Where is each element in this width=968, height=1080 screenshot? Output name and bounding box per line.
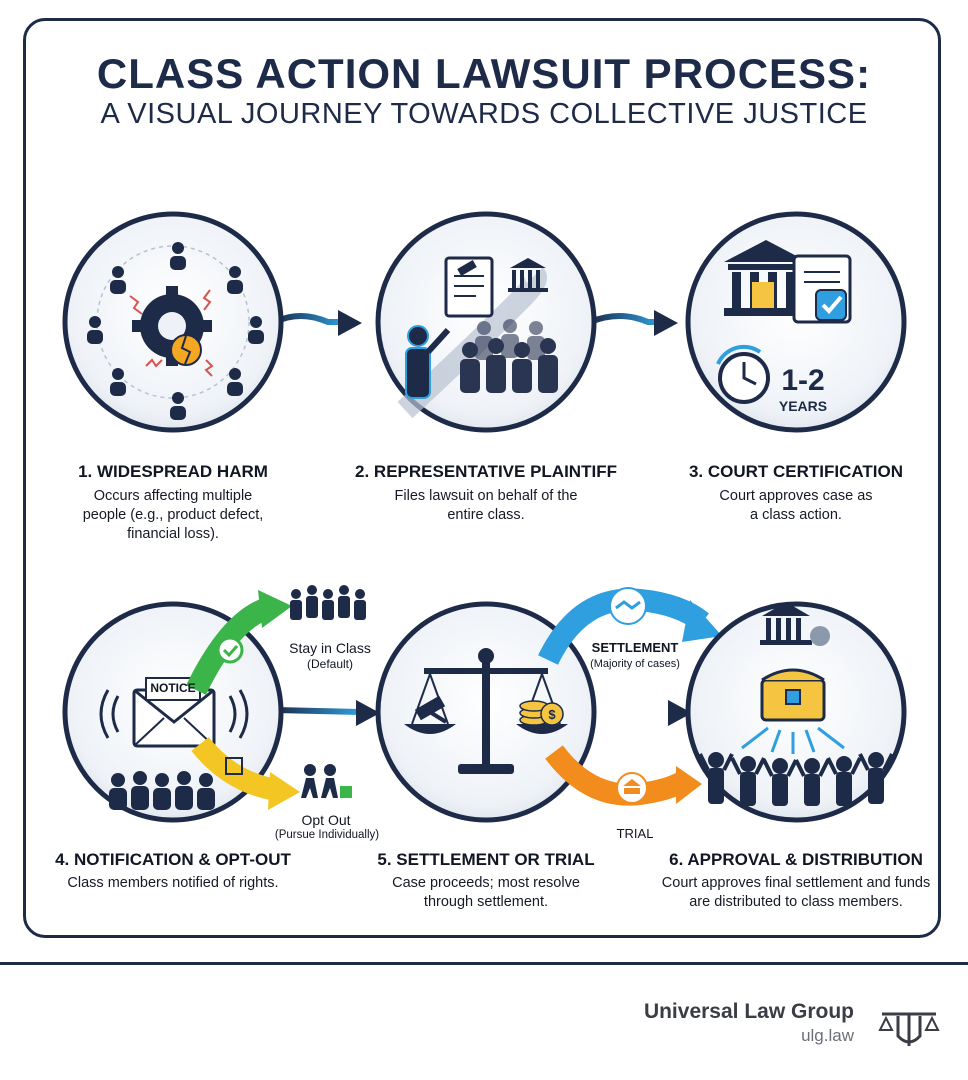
duration-value: 1-2: [781, 364, 825, 397]
step-6-title: 6. APPROVAL & DISTRIBUTION: [669, 850, 923, 869]
certificate-check-icon: [792, 254, 852, 324]
settlement-note: (Majority of cases): [590, 658, 680, 670]
step-4-title: 4. NOTIFICATION & OPT-OUT: [55, 850, 291, 869]
step-6-circle: [685, 601, 907, 823]
signal-waves-icon: [99, 689, 249, 739]
crowd-icon: [460, 319, 558, 393]
footer-divider: [0, 962, 968, 965]
step-1-desc: Occurs affecting multiple people (e.g., …: [82, 488, 264, 542]
svg-text:$: $: [548, 707, 556, 722]
document-gavel-icon: [444, 256, 494, 318]
damage-lines-icon: [129, 289, 214, 377]
connector-arrow-5-6: [590, 700, 692, 726]
trial-arrow: [545, 745, 702, 806]
connector-arrow-4-5: [274, 700, 380, 726]
law-group-logo-icon: [878, 1012, 940, 1046]
stay-in-class-arrow: [186, 590, 292, 695]
notice-label: NOTICE: [150, 681, 196, 695]
broken-gear-icon: [132, 286, 212, 366]
step-1-title: 1. WIDESPREAD HARM: [78, 462, 268, 481]
page-subtitle: A VISUAL JOURNEY TOWARDS COLLECTIVE JUST…: [100, 98, 868, 130]
duration-unit: YEARS: [778, 398, 828, 414]
step-2-desc: Files lawsuit on behalf of the entire cl…: [394, 488, 578, 523]
opt-out-label: Opt Out: [301, 812, 351, 828]
step-5-desc: Case proceeds; most resolve through sett…: [392, 875, 580, 910]
scales-of-justice-icon: [404, 648, 568, 774]
distribution-arrows-icon: [741, 726, 845, 754]
step-2-title: 2. REPRESENTATIVE PLAINTIFF: [355, 462, 617, 481]
trial-label: TRIAL: [616, 826, 654, 841]
clock-icon: [716, 344, 770, 404]
step-3-desc: Court approves case as a class action.: [719, 488, 873, 523]
opt-out-arrow: [191, 736, 300, 810]
class-members-icon: [109, 771, 215, 810]
connector-arrow-1-2: [273, 310, 362, 336]
celebrating-crowd-icon: [698, 752, 894, 806]
connector-arrow-2-3: [588, 310, 678, 336]
courthouse-icon: [724, 240, 808, 316]
notice-envelope-icon: [132, 677, 216, 748]
settlement-arrow: [538, 587, 722, 665]
courthouse-small-icon: [508, 258, 548, 292]
step-5-title: 5. SETTLEMENT OR TRIAL: [377, 850, 595, 869]
plaintiff-figure-icon: [405, 325, 451, 399]
step-6-desc: Court approves final settlement and fund…: [661, 875, 931, 910]
step-4-desc: Class members notified of rights.: [67, 875, 279, 891]
people-ring-icon: [87, 242, 264, 420]
brand-url[interactable]: ulg.law: [801, 1026, 854, 1045]
opt-out-note: (Pursue Individually): [274, 829, 380, 841]
coins-icon: $: [519, 700, 564, 726]
brand-name: Universal Law Group: [643, 1000, 854, 1023]
stay-in-class-label: Stay in Class: [289, 640, 371, 656]
stay-group-icon: [290, 585, 366, 620]
step-3-circle: [685, 211, 907, 433]
step-5-circle: $: [375, 601, 597, 823]
step-3-title: 3. COURT CERTIFICATION: [688, 462, 904, 481]
settlement-label: SETTLEMENT: [591, 640, 679, 655]
treasure-chest-icon: [760, 668, 826, 722]
gavel-icon: [414, 695, 448, 724]
walking-people-icon: [301, 764, 352, 798]
page-title: CLASS ACTION LAWSUIT PROCESS:: [96, 50, 872, 97]
step-1-circle: [62, 211, 284, 433]
step-2-circle: [375, 211, 597, 433]
courthouse-icon: [760, 602, 830, 646]
stay-in-class-note: (Default): [306, 657, 353, 671]
